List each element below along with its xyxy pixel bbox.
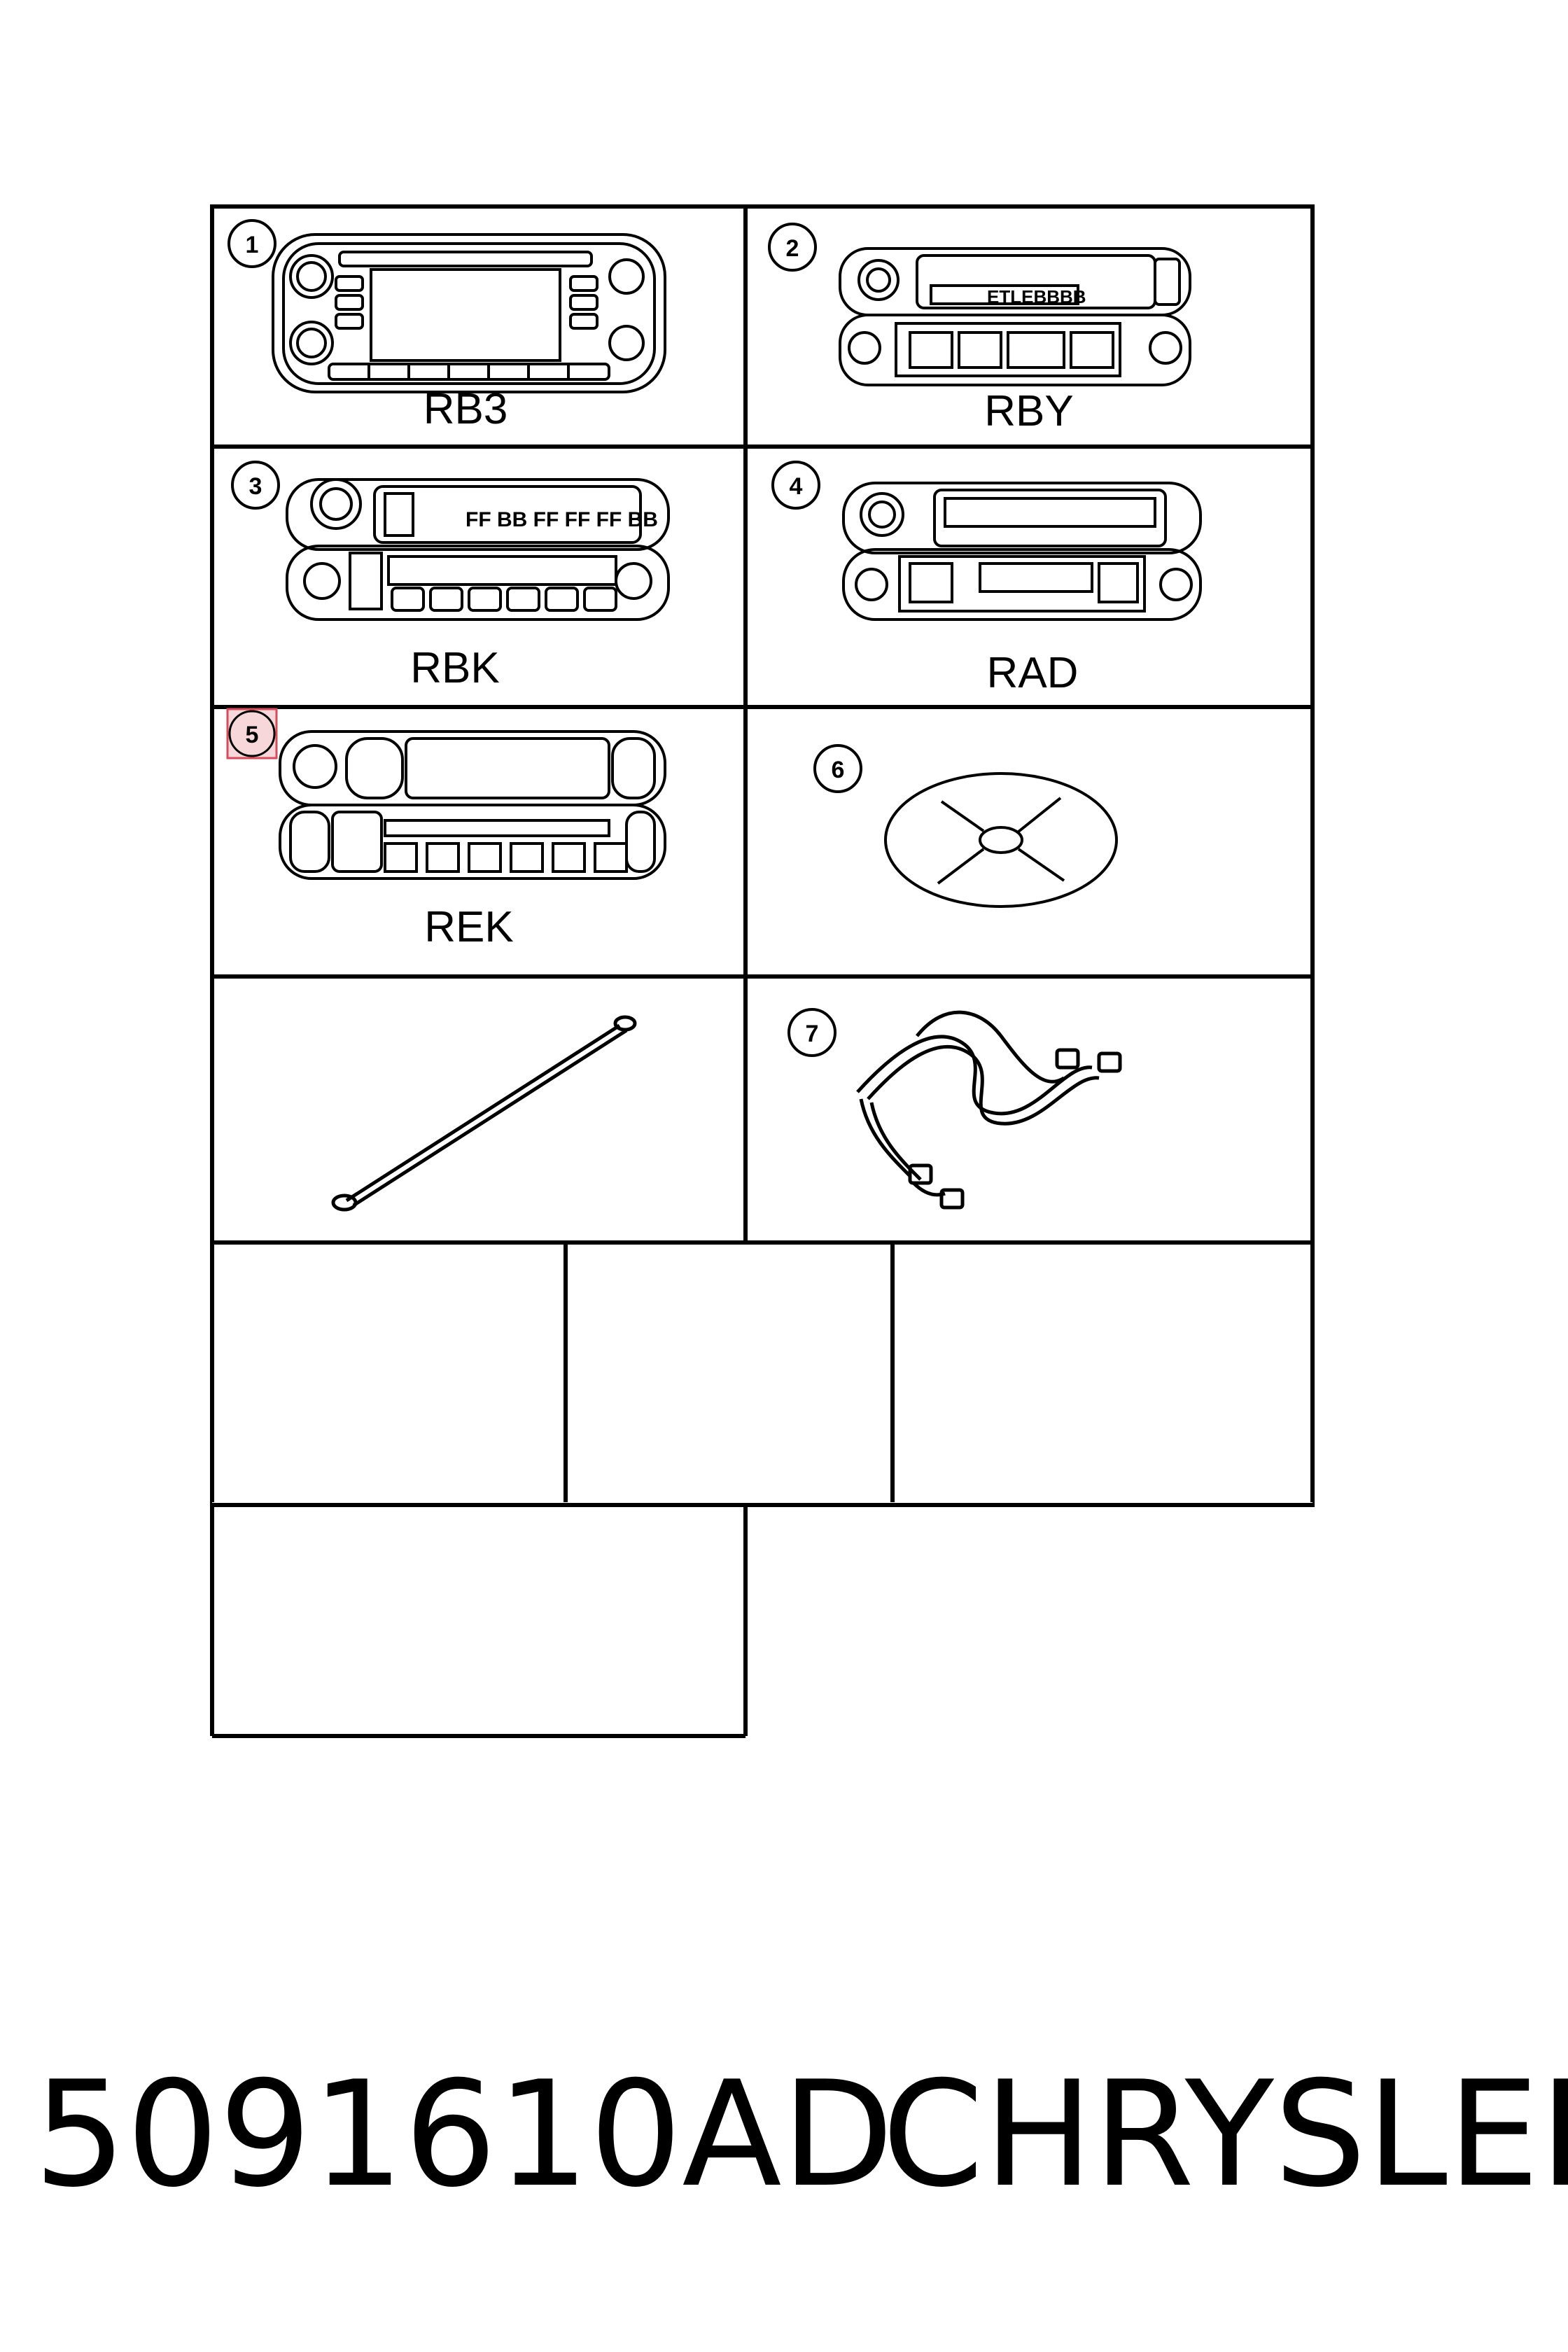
wire-harness-item-7 <box>856 1010 1122 1210</box>
callout-1[interactable]: 1 <box>227 219 276 268</box>
callout-5-number: 5 <box>246 722 259 748</box>
radio-rad <box>842 482 1202 621</box>
bottom-cell <box>210 1505 748 1738</box>
callout-2[interactable]: 2 <box>768 223 817 272</box>
label-rek: REK <box>424 903 513 951</box>
label-rby: RBY <box>984 387 1073 435</box>
radio-rby <box>839 247 1191 386</box>
radio-rek <box>279 730 666 880</box>
disc-item-6 <box>884 772 1118 908</box>
label-rad: RAD <box>987 649 1079 697</box>
screen-text-rbk: FF BB FF FF FF BB <box>465 508 658 531</box>
ground-strap <box>331 1015 637 1212</box>
radio-rb3 <box>272 233 666 393</box>
callout-6[interactable]: 6 <box>813 744 862 793</box>
callout-4[interactable]: 4 <box>771 461 820 510</box>
grid-lines <box>210 204 1315 1508</box>
callout-3[interactable]: 3 <box>231 461 280 510</box>
brand-name: CHRYSLER <box>882 2050 1568 2220</box>
callout-7-number: 7 <box>806 1021 819 1047</box>
callout-4-number: 4 <box>790 473 803 500</box>
callout-7[interactable]: 7 <box>788 1008 836 1057</box>
part-number: 5091610AD <box>34 2050 894 2220</box>
callout-5[interactable]: 5 <box>226 708 278 760</box>
screen-text-rby: ETLEBBBB <box>987 286 1086 307</box>
callout-3-number: 3 <box>249 473 262 500</box>
label-rbk: RBK <box>410 644 499 692</box>
callout-1-number: 1 <box>246 232 259 258</box>
radio-rbk <box>286 478 670 621</box>
label-rb3: RB3 <box>424 385 508 433</box>
caption: 5091610AD CHRYSLER <box>0 2044 1568 2226</box>
callout-6-number: 6 <box>832 757 845 783</box>
callout-2-number: 2 <box>786 235 799 262</box>
